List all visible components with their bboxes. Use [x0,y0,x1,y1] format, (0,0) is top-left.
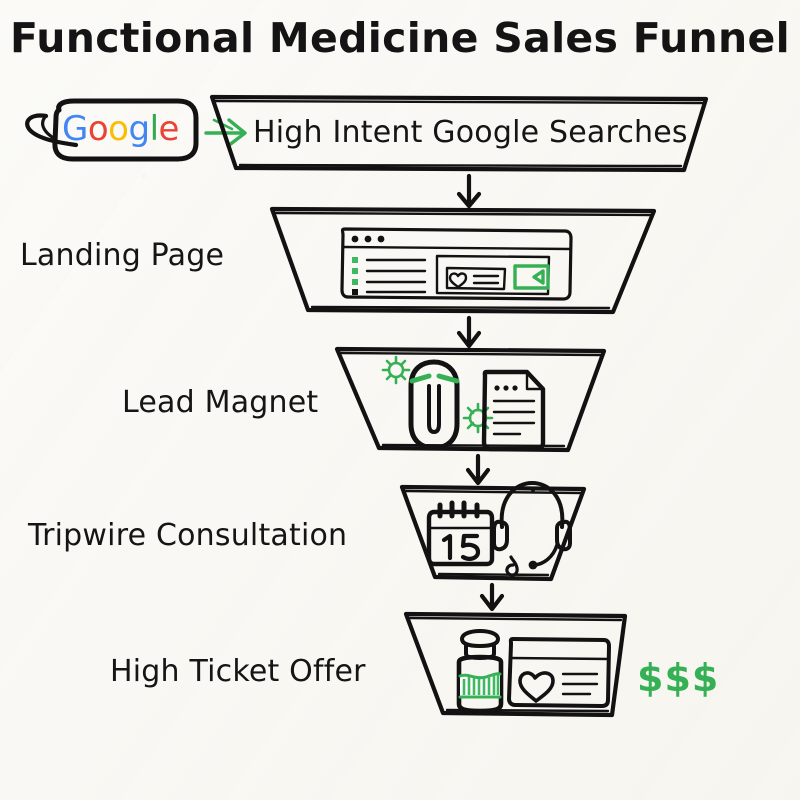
funnel-stage-label-tripwire-consultation[interactable]: Tripwire Consultation [28,518,348,553]
browser-window-icon [340,227,573,301]
google-letter-G: G [62,109,88,149]
magnet-icon [408,359,460,451]
google-search-bar-shape [25,98,199,162]
google-letter-o2: o [108,109,129,149]
money-badge: $$$ [637,656,720,700]
document-icon [481,369,546,452]
funnel-stage-2-shape [269,206,657,315]
google-letter-g: g [128,109,150,149]
funnel-stage-3-shape [334,346,607,453]
funnel-stage-label-lead-magnet[interactable]: Lead Magnet [122,385,319,420]
flow-arrow-3 [465,453,491,486]
funnel-stage-5-shape [403,611,628,718]
supplement-bottle-icon [456,629,504,714]
google-logo[interactable]: Google [62,109,179,149]
funnel-stage-label-landing-page[interactable]: Landing Page [20,238,225,273]
heart-card-icon [507,637,611,708]
flow-arrow-2 [456,315,482,349]
google-letter-e: e [158,109,180,149]
funnel-stage-label-high-ticket-offer[interactable]: High Ticket Offer [110,654,366,689]
sparkle-icon [462,402,494,434]
google-letter-o1: o [87,109,109,149]
flow-arrow-4 [479,582,505,612]
google-letter-l: l [149,109,159,149]
headset-icon [492,481,572,577]
calendar-icon [426,500,495,567]
funnel-stage-label-high-intent-google-searches[interactable]: High Intent Google Searches [253,115,688,150]
page-title: Functional Medicine Sales Funnel [9,14,790,62]
flow-arrow-1 [456,173,482,209]
funnel-stage-1-shape [209,94,709,173]
sparkle-icon [381,355,411,385]
